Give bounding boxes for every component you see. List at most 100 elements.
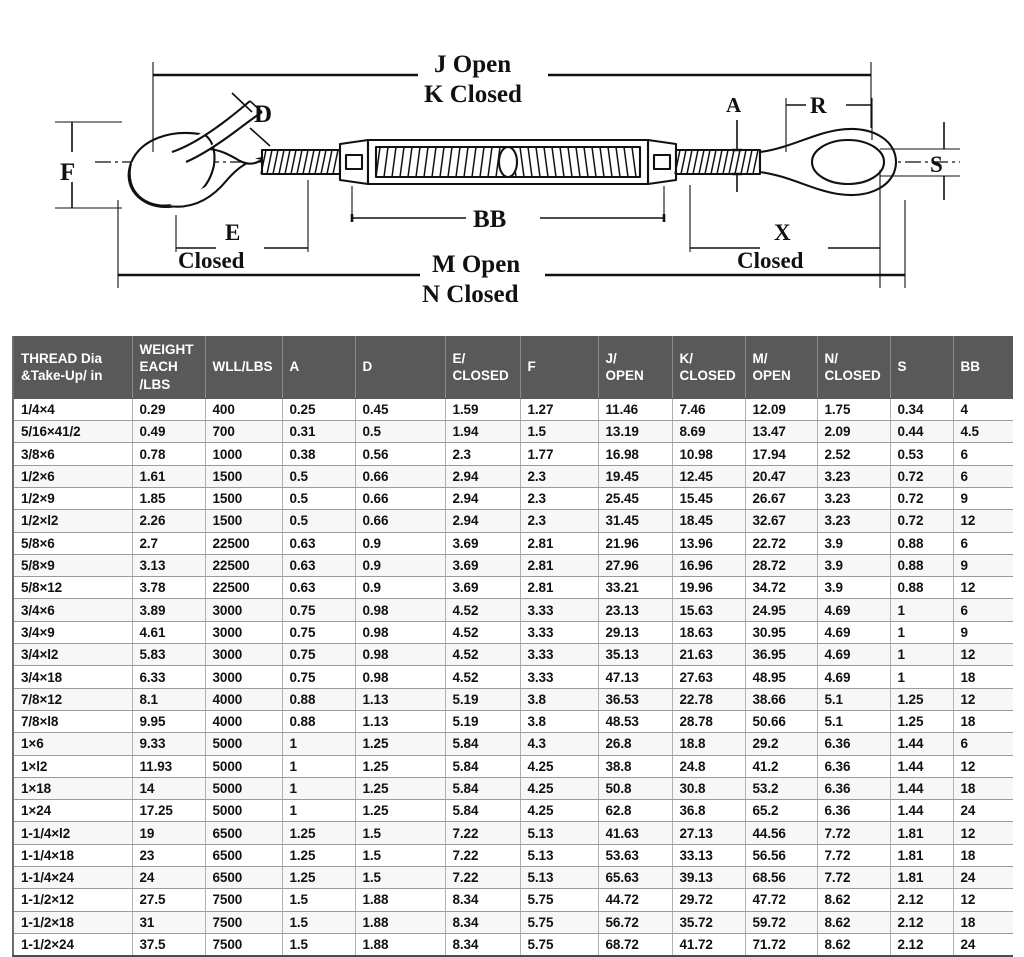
cell-value: 17.25 [132, 799, 206, 823]
column-header-4[interactable]: A [282, 336, 356, 399]
cell-value: 12 [953, 643, 1013, 667]
cell-value: 34.72 [745, 576, 818, 600]
column-header-1[interactable]: THREAD Dia&Take-Up/ in [13, 336, 133, 399]
cell-value: 5.83 [132, 643, 206, 667]
cell-value: 3.23 [817, 509, 891, 533]
cell-value: 18.8 [672, 732, 746, 756]
cell-value: 31 [132, 911, 206, 934]
cell-value: 4.69 [817, 598, 891, 622]
right-threaded-shank [674, 148, 762, 176]
column-header-line2: OPEN [752, 367, 791, 383]
column-header-line1: M/ [752, 350, 768, 366]
cell-value: 11.93 [132, 755, 206, 778]
cell-value: 6.36 [817, 777, 891, 801]
cell-value: 44.56 [745, 821, 818, 845]
cell-value: 4.61 [132, 621, 206, 645]
column-header-7[interactable]: F [520, 336, 599, 399]
column-header-2[interactable]: WEIGHT EACH/LBS [132, 336, 206, 399]
cell-value: 0.78 [132, 442, 206, 466]
cell-value: 0.72 [890, 509, 954, 533]
cell-value: 1.5 [282, 911, 356, 934]
cell-value: 5.84 [445, 755, 521, 778]
cell-value: 65.63 [598, 866, 673, 890]
column-header-9[interactable]: K/CLOSED [672, 336, 746, 399]
cell-value: 4.3 [520, 732, 599, 756]
cell-value: 1 [282, 755, 356, 778]
cell-value: 23 [132, 844, 206, 868]
cell-value: 19.96 [672, 576, 746, 600]
cell-value: 0.63 [282, 554, 356, 578]
cell-value: 1.5 [520, 420, 599, 444]
cell-value: 35.13 [598, 643, 673, 667]
cell-value: 5.1 [817, 710, 891, 734]
cell-value: 5000 [205, 755, 283, 778]
cell-value: 32.67 [745, 509, 818, 533]
cell-value: 6 [953, 465, 1013, 488]
column-header-12[interactable]: S [890, 336, 954, 399]
cell-value: 3.69 [445, 554, 521, 578]
column-header-11[interactable]: N/CLOSED [817, 336, 891, 399]
cell-value: 41.63 [598, 821, 673, 845]
column-header-3[interactable]: WLL/LBS [205, 336, 283, 399]
cell-value: 1.25 [282, 866, 356, 890]
cell-value: 1.25 [890, 710, 954, 734]
cell-value: 1.44 [890, 799, 954, 823]
cell-value: 9.95 [132, 710, 206, 734]
cell-value: 36.53 [598, 688, 673, 711]
label-e-letter: E [225, 220, 240, 245]
cell-value: 68.72 [598, 933, 673, 957]
turnbuckle-barrel [338, 138, 678, 186]
cell-value: 30.8 [672, 777, 746, 801]
label-j-open: J Open [434, 51, 511, 78]
column-header-line1: F [527, 359, 536, 375]
cell-value: 36.8 [672, 799, 746, 823]
cell-value: 2.94 [445, 509, 521, 533]
column-header-5[interactable]: D [355, 336, 446, 399]
column-header-10[interactable]: M/OPEN [745, 336, 818, 399]
column-header-line1: S [897, 359, 907, 375]
cell-value: 26.67 [745, 487, 818, 511]
cell-value: 10.98 [672, 442, 746, 466]
cell-value: 5.13 [520, 821, 599, 845]
cell-value: 0.66 [355, 465, 446, 488]
cell-value: 1 [890, 598, 954, 622]
column-header-13[interactable]: BB [953, 336, 1013, 399]
cell-value: 7500 [205, 888, 283, 912]
cell-value: 5.84 [445, 777, 521, 801]
cell-value: 0.53 [890, 442, 954, 466]
cell-thread-dia: 3/4×9 [13, 621, 133, 645]
column-header-6[interactable]: E/CLOSED [445, 336, 521, 399]
column-header-8[interactable]: J/OPEN [598, 336, 673, 399]
cell-thread-dia: 1×6 [13, 732, 133, 756]
cell-value: 3.9 [817, 554, 891, 578]
cell-value: 0.75 [282, 621, 356, 645]
cell-value: 13.19 [598, 420, 673, 444]
cell-value: 11.46 [598, 398, 673, 422]
dim-e-closed: E Closed [175, 180, 309, 273]
